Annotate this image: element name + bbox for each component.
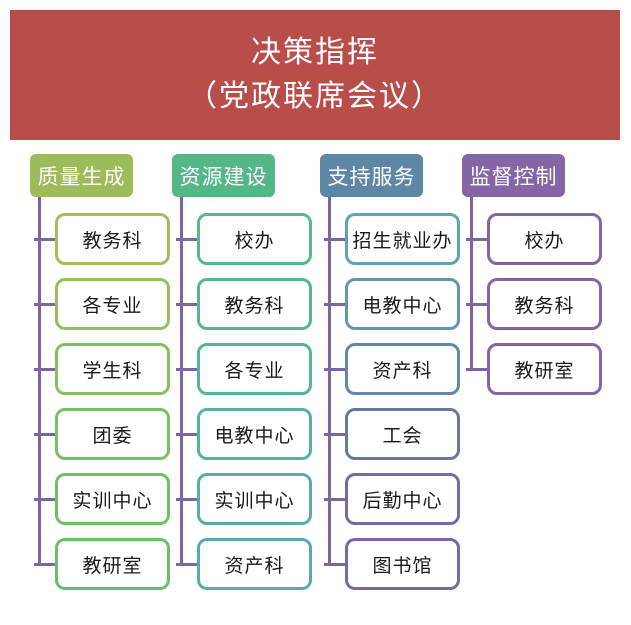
connector-stub xyxy=(466,367,488,371)
org-unit-box: 实训中心 xyxy=(197,473,312,525)
connector-stub xyxy=(324,302,346,306)
org-column-support: 支持服务 招生就业办 电教中心 资产科 工会 后勤中心 图书馆 xyxy=(320,154,465,599)
org-column-quality: 质量生成 教务科 各专业 学生科 团委 实训中心 教研室 xyxy=(30,154,175,599)
org-unit-box: 资产科 xyxy=(197,538,312,590)
connector-stub xyxy=(34,237,56,241)
connector-stub xyxy=(34,432,56,436)
column-header: 监督控制 xyxy=(462,154,565,197)
org-unit-box: 图书馆 xyxy=(345,538,460,590)
connector-stub xyxy=(176,497,198,501)
org-unit-box: 电教中心 xyxy=(345,278,460,330)
connector-stub xyxy=(176,367,198,371)
connector-stub xyxy=(466,237,488,241)
org-unit-box: 校办 xyxy=(487,213,602,265)
connector-stub xyxy=(176,562,198,566)
org-unit-box: 教务科 xyxy=(487,278,602,330)
connector-line xyxy=(38,197,41,565)
org-unit-box: 学生科 xyxy=(55,343,170,395)
connector-line xyxy=(328,197,331,565)
org-unit-box: 实训中心 xyxy=(55,473,170,525)
org-unit-box: 团委 xyxy=(55,408,170,460)
org-unit-box: 后勤中心 xyxy=(345,473,460,525)
column-header: 支持服务 xyxy=(320,154,423,197)
org-unit-box: 各专业 xyxy=(55,278,170,330)
diagram-title: 决策指挥 xyxy=(251,36,379,69)
connector-stub xyxy=(176,302,198,306)
org-unit-box: 电教中心 xyxy=(197,408,312,460)
diagram-title-banner: 决策指挥 （党政联席会议） xyxy=(10,10,620,140)
diagram-subtitle: （党政联席会议） xyxy=(187,80,443,113)
org-unit-box: 校办 xyxy=(197,213,312,265)
org-unit-box: 各专业 xyxy=(197,343,312,395)
connector-stub xyxy=(34,302,56,306)
connector-stub xyxy=(324,562,346,566)
connector-stub xyxy=(34,367,56,371)
connector-stub xyxy=(176,432,198,436)
org-column-supervision: 监督控制 校办 教务科 教研室 xyxy=(462,154,607,599)
org-unit-box: 教研室 xyxy=(487,343,602,395)
org-column-resources: 资源建设 校办 教务科 各专业 电教中心 实训中心 资产科 xyxy=(172,154,317,599)
connector-stub xyxy=(324,497,346,501)
connector-line xyxy=(180,197,183,565)
connector-stub xyxy=(34,497,56,501)
connector-line xyxy=(470,197,473,370)
org-unit-box: 资产科 xyxy=(345,343,460,395)
column-header: 质量生成 xyxy=(30,154,133,197)
connector-stub xyxy=(324,237,346,241)
org-unit-box: 教务科 xyxy=(55,213,170,265)
connector-stub xyxy=(466,302,488,306)
org-unit-box: 教务科 xyxy=(197,278,312,330)
org-unit-box: 招生就业办 xyxy=(345,213,460,265)
org-unit-box: 工会 xyxy=(345,408,460,460)
connector-stub xyxy=(34,562,56,566)
connector-stub xyxy=(324,367,346,371)
connector-stub xyxy=(176,237,198,241)
connector-stub xyxy=(324,432,346,436)
column-header: 资源建设 xyxy=(172,154,275,197)
org-unit-box: 教研室 xyxy=(55,538,170,590)
